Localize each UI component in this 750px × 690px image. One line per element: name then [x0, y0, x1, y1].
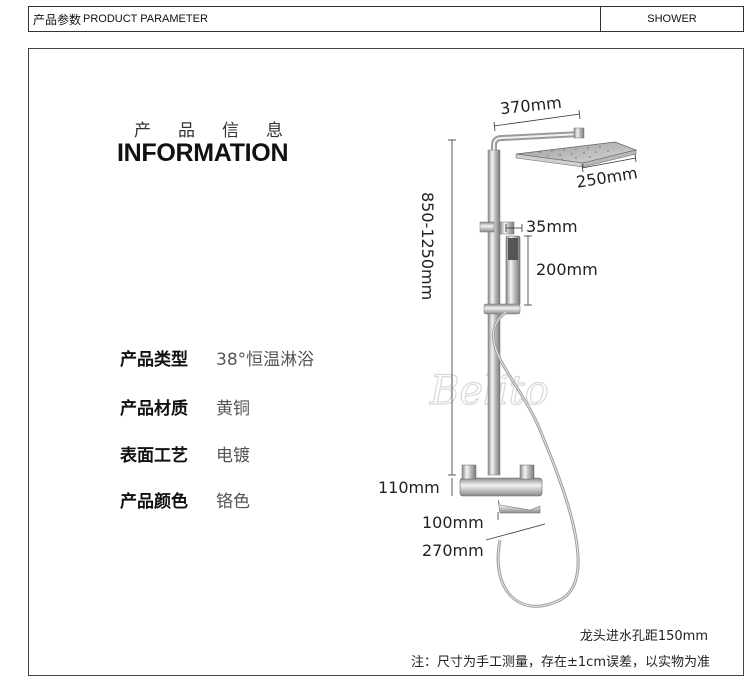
slide-bar-support	[483, 303, 521, 315]
dim-spout-span: 270mm	[422, 541, 484, 560]
spec-value: 黄铜	[216, 399, 250, 419]
spec-label: 产品颜色	[120, 492, 188, 512]
header-bar: 产品参数 PRODUCT PARAMETER SHOWER	[28, 6, 744, 32]
info-title-zh: 产品信息	[134, 121, 310, 141]
shower-head-nozzles	[539, 146, 609, 160]
valve-knob-right	[519, 464, 535, 480]
header-title-en: PRODUCT PARAMETER	[83, 13, 208, 25]
dim-valve-height: 110mm	[378, 478, 440, 497]
note-inlet-distance: 龙头进水孔距150mm	[579, 629, 708, 644]
thermostatic-valve	[459, 477, 543, 497]
upper-wall-bracket	[479, 221, 495, 233]
header-category: SHOWER	[600, 7, 743, 31]
arm-connector	[573, 127, 585, 139]
content-frame	[28, 48, 744, 676]
spec-value: 38°恒温淋浴	[216, 350, 315, 370]
spec-value: 铬色	[216, 492, 250, 512]
valve-knob-left	[461, 464, 477, 480]
info-title-en: INFORMATION	[117, 139, 289, 167]
spec-row-finish: 表面工艺 电镀	[120, 441, 250, 466]
header-title-zh: 产品参数	[33, 12, 82, 27]
spec-row-color: 产品颜色 铬色	[120, 487, 250, 512]
tub-spout	[497, 499, 541, 514]
spec-row-material: 产品材质 黄铜	[120, 394, 250, 419]
spec-label: 产品类型	[120, 350, 188, 370]
dim-hand-length: 200mm	[536, 260, 598, 279]
dim-spout-length: 100mm	[422, 513, 484, 532]
spec-row-type: 产品类型 38°恒温淋浴	[120, 345, 314, 370]
dim-hand-width: 35mm	[526, 217, 578, 236]
dim-height-range: 850-1250mm	[418, 192, 437, 301]
spec-value: 电镀	[216, 446, 250, 466]
note-disclaimer: 注：尺寸为手工测量，存在±1cm误差，以实物为准	[411, 655, 710, 670]
spec-label: 表面工艺	[120, 446, 188, 466]
shower-hose	[491, 310, 580, 608]
header-title: 产品参数 PRODUCT PARAMETER	[29, 7, 600, 31]
spec-label: 产品材质	[120, 399, 188, 419]
